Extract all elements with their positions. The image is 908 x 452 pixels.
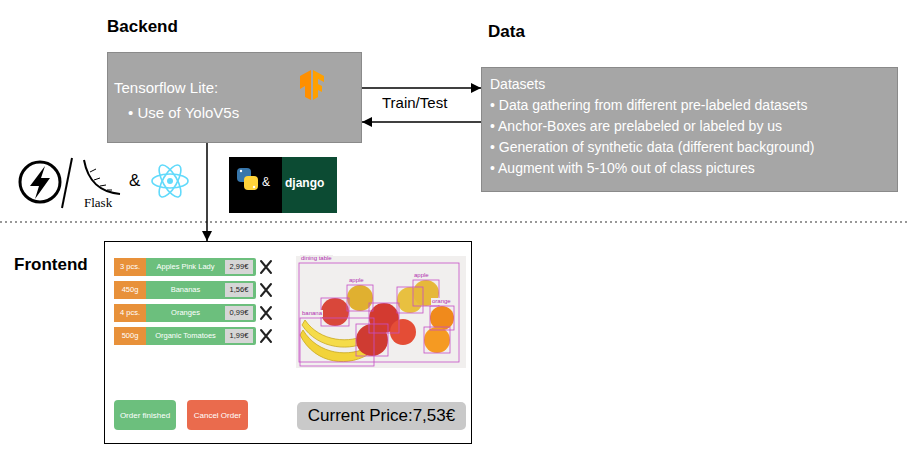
ampersand: & xyxy=(262,175,270,189)
fruit-photo-part xyxy=(321,298,349,326)
delete-icons-part xyxy=(261,330,271,342)
detection-label: dining table xyxy=(300,255,333,262)
node-text: 4 pcs. xyxy=(114,304,146,322)
edge-label: Train/Test xyxy=(380,94,449,112)
flask-react-logos-part xyxy=(152,162,188,200)
order-item-row: 450gBananas1,56€ xyxy=(114,281,256,299)
tensorflow-logo-part xyxy=(313,70,324,100)
label-holder: & xyxy=(262,175,270,189)
node-text: • Augment with 5-10% out of class pictur… xyxy=(490,159,889,177)
cancel-button: Cancel Order xyxy=(187,400,248,430)
node-text: Organic Tomatoes xyxy=(146,327,225,345)
flask-react-logos-part-part xyxy=(152,174,188,188)
flask-react-logos-part xyxy=(30,166,50,199)
price-box: Current Price:7,53€ xyxy=(297,402,466,430)
python-django-logo-part xyxy=(282,157,337,213)
node-text: • Anchor-Boxes are prelabeled or labeled… xyxy=(490,117,889,135)
flask-react-logos-part xyxy=(84,160,120,194)
order-item-row: 4 pcs.Oranges0,99€ xyxy=(114,304,256,322)
flask-react-logos-part xyxy=(20,162,60,202)
tensorflow-logo-part xyxy=(300,70,311,100)
detection-boxes-part xyxy=(424,327,450,353)
backend-fill xyxy=(107,52,362,143)
node-text: Bananas xyxy=(146,281,225,299)
order-item-row: 500gOrganic Tomatoes1,99€ xyxy=(114,327,256,345)
node-text: Current Price:7,53€ xyxy=(308,406,455,426)
delete-icons-part xyxy=(261,284,271,296)
node-text: Tensorflow Lite: xyxy=(114,79,361,97)
flask-react-logos-part xyxy=(62,158,72,208)
label-holder: apple xyxy=(348,277,365,284)
node-text: • Use of YoloV5s xyxy=(128,104,361,122)
connector-arrow xyxy=(362,87,481,89)
section-heading: Backend xyxy=(107,16,361,38)
node-text: 2,99€ xyxy=(225,260,253,274)
fruit-photo-part xyxy=(424,327,450,353)
flask-react-logos-part-part xyxy=(155,162,185,200)
node-text: 450g xyxy=(114,281,146,299)
detection-label: apple xyxy=(413,272,430,279)
label-holder: Train/Test xyxy=(380,94,449,112)
dotted-separator xyxy=(0,221,908,223)
python-django-logo-part xyxy=(253,186,255,188)
node-text: Apples Pink Lady xyxy=(146,258,225,276)
python-django-logo-part xyxy=(240,170,242,172)
node-text: • Data gathering from different pre-labe… xyxy=(490,96,889,114)
node-text: 0,99€ xyxy=(225,306,253,320)
delete-icons xyxy=(261,261,271,342)
detection-boxes-part xyxy=(430,306,454,330)
python-django-logo-part xyxy=(229,157,282,213)
node-text: • Generation of synthetic data (differen… xyxy=(490,138,889,156)
ampersand: & xyxy=(129,171,140,190)
node-text: 1,99€ xyxy=(225,329,253,343)
flask-react-logos-part xyxy=(90,169,112,190)
label-holder: banana xyxy=(301,310,323,317)
detection-boxes-part xyxy=(321,298,349,326)
logo-text: Flask xyxy=(84,195,112,210)
detection-boxes-part xyxy=(300,318,374,366)
fruit-photo xyxy=(296,256,466,368)
label-holder: apple xyxy=(413,272,430,279)
order-item-row: 3 pcs.Apples Pink Lady2,99€ xyxy=(114,258,256,276)
detection-boxes-part xyxy=(299,263,459,362)
delete-icons-part xyxy=(261,307,271,319)
section-heading: Data xyxy=(488,21,889,43)
node-text: Datasets xyxy=(490,75,889,93)
detection-boxes-part xyxy=(397,287,423,313)
finish-button: Order finished xyxy=(114,400,176,430)
label-holder: Flask xyxy=(84,195,112,210)
node-text: Oranges xyxy=(146,304,225,322)
fruit-photo-part xyxy=(296,256,466,368)
label-holder: orange xyxy=(431,298,452,305)
tensorflow-logo xyxy=(300,70,324,100)
detection-boxes xyxy=(299,263,459,366)
detection-label: orange xyxy=(431,298,452,305)
logo-text: django xyxy=(285,176,324,190)
fruit-photo-part xyxy=(356,324,388,356)
data-box: DataDatasets• Data gathering from differ… xyxy=(481,67,898,192)
fruit-photo-part xyxy=(430,306,454,330)
node-text: 500g xyxy=(114,327,146,345)
connector-arrow xyxy=(362,121,481,123)
node-text: 3 pcs. xyxy=(114,258,146,276)
label-holder: django xyxy=(285,176,324,190)
python-django-logo-part xyxy=(244,176,258,190)
delete-icons-part xyxy=(261,261,271,273)
node-text: 1,56€ xyxy=(225,283,253,297)
flask-react-logos-part-part xyxy=(155,162,185,200)
python-django-logo xyxy=(229,157,337,213)
node-text: Cancel Order xyxy=(194,411,242,420)
label-holder: & xyxy=(129,171,140,190)
label-holder: dining table xyxy=(300,255,333,262)
detection-label: apple xyxy=(348,277,365,284)
fruit-photo-part xyxy=(390,319,416,345)
connector-arrow xyxy=(206,143,208,241)
detection-label: banana xyxy=(301,310,323,317)
flask-react-logos-part xyxy=(167,178,173,184)
detection-boxes-part xyxy=(356,324,388,356)
node-text: Order finished xyxy=(120,411,170,420)
backend-box: BackendTensorflow Lite:• Use of YoloV5s xyxy=(107,52,362,143)
